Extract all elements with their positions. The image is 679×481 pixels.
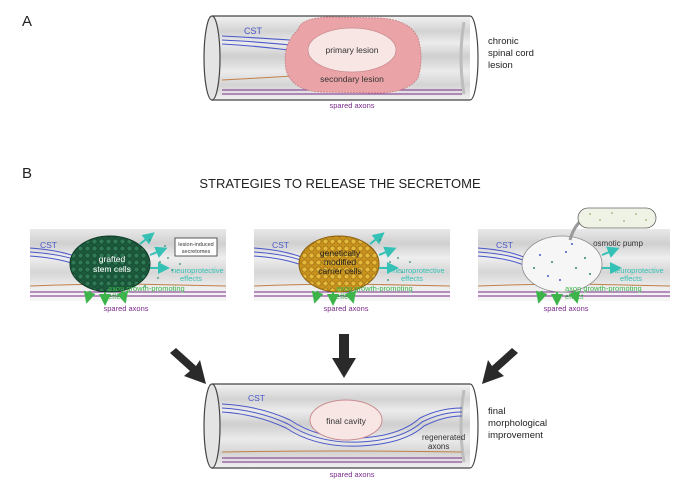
side-label-bottom-line3: improvement	[488, 430, 543, 441]
regen-label-1: regenerated	[422, 433, 465, 442]
grafted-stem-cells	[69, 235, 151, 293]
secretome-dots-middle	[379, 239, 411, 281]
axon-label-middle-2: effect	[336, 292, 355, 301]
pump-content-dots	[589, 212, 647, 222]
lesion-secretome-box	[174, 237, 218, 257]
axon-label-left-2: effect	[108, 292, 127, 301]
pump-dots	[533, 243, 591, 281]
lesion-secretome-line1: lesion-induced	[178, 242, 213, 248]
side-label-bottom-line2: morphological	[488, 418, 547, 429]
axon-label-right-2: effect	[565, 292, 584, 301]
brown-tract-a	[221, 75, 293, 81]
neuro-label-right-1: neuroprotective	[612, 266, 664, 275]
neuroprotective-arrows-middle	[369, 232, 399, 274]
carrier-label-3: carrier cells	[318, 266, 361, 276]
panel-a-letter: A	[22, 13, 32, 30]
brown-tract-bottom	[221, 450, 463, 453]
spared-axon-lines-bottom	[222, 457, 462, 463]
cst-label-right: CST	[496, 240, 513, 250]
spared-label-middle: spared axons	[323, 304, 368, 313]
arrow-down-left-icon	[482, 348, 518, 384]
axon-label-left-1: axon growth-promoting	[108, 284, 185, 293]
neuro-label-left-2: effects	[180, 274, 202, 283]
stem-cells-label-2: stem cells	[93, 264, 131, 274]
panel-a: A CST primary lesion secondary lesion sp…	[22, 13, 534, 110]
neuro-label-middle-1: neuroprotective	[393, 266, 445, 275]
neuroprotective-arrows-right	[601, 246, 622, 274]
panel-osmotic-pump: osmotic pump CST neuroprotective effects…	[477, 207, 671, 313]
pump-release-area	[521, 235, 603, 293]
spared-axons-label-a: spared axons	[329, 101, 374, 110]
side-label-a-line3: lesion	[488, 60, 513, 71]
panel-b-title: STRATEGIES TO RELEASE THE SECRETOME	[199, 176, 481, 191]
cst-tracts-a	[221, 35, 291, 51]
panel-b-letter: B	[22, 165, 32, 182]
side-label-bottom-line1: final	[488, 406, 505, 417]
secretome-dots-left	[144, 239, 181, 287]
neuro-label-middle-2: effects	[401, 274, 423, 283]
cst-label-middle: CST	[272, 240, 289, 250]
carrier-label-2: modified	[324, 257, 356, 267]
axon-label-middle-1: axon growth-promoting	[336, 284, 413, 293]
arrow-down-right-icon	[170, 348, 206, 384]
carrier-label-1: genetically	[320, 248, 361, 258]
axon-growth-arrows-middle	[311, 290, 357, 306]
side-label-a-line1: chronic	[488, 36, 519, 47]
neuro-label-right-2: effects	[620, 274, 642, 283]
spared-label-left: spared axons	[103, 304, 148, 313]
primary-lesion-label: primary lesion	[326, 45, 379, 55]
final-spinal-cord	[203, 383, 479, 469]
lesion-secretome-line2: secretomes	[182, 249, 211, 255]
neuro-label-left-1: neuroprotective	[172, 266, 224, 275]
secondary-lesion-label: secondary lesion	[320, 74, 384, 84]
carrier-cells	[298, 235, 380, 293]
spared-label-right: spared axons	[543, 304, 588, 313]
cst-label-a: CST	[244, 26, 263, 36]
side-label-a-line2: spinal cord	[488, 48, 534, 59]
stem-cells-label-1: grafted	[99, 254, 126, 264]
axon-growth-arrows-left	[83, 290, 129, 306]
final-cavity	[309, 399, 383, 441]
neuroprotective-arrows-left	[139, 232, 170, 274]
osmotic-pump	[577, 207, 657, 229]
final-cavity-label: final cavity	[326, 416, 366, 426]
regen-label-2: axons	[428, 442, 449, 451]
primary-lesion-region	[307, 27, 397, 73]
panel-carrier-cells: genetically modified carrier cells CST n…	[253, 229, 451, 313]
axon-growth-arrows-right	[535, 290, 581, 306]
arrow-down-icon	[332, 334, 356, 378]
cst-label-bottom: CST	[248, 393, 265, 403]
cst-label-left: CST	[40, 240, 57, 250]
axon-label-right-1: axon growth-promoting	[565, 284, 642, 293]
osmotic-pump-label: osmotic pump	[593, 239, 643, 248]
side-label-a: chronic spinal cord lesion	[488, 36, 534, 71]
spared-label-bottom: spared axons	[329, 470, 374, 479]
side-label-bottom: final morphological improvement	[488, 406, 547, 441]
panel-stem-cells: grafted stem cells CST lesion-induced se…	[29, 229, 227, 313]
